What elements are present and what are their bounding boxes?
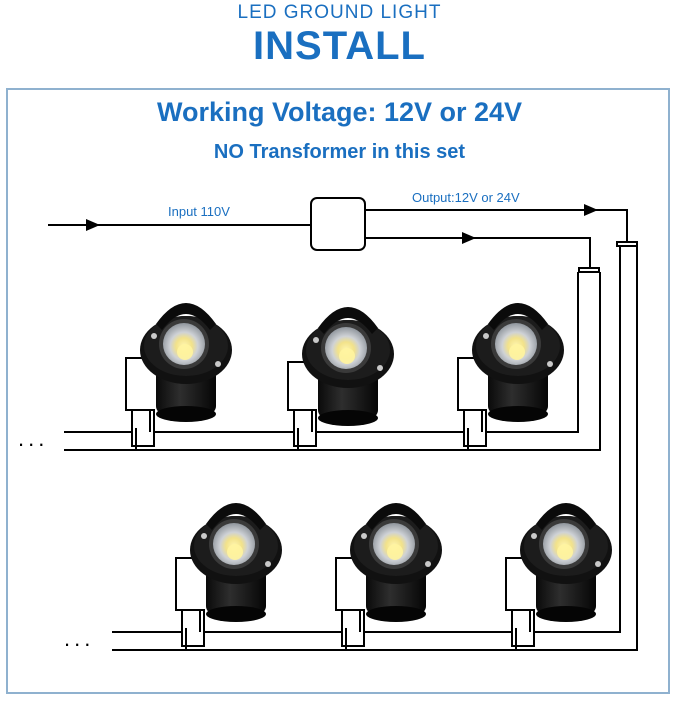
spotlight-icon	[190, 503, 282, 622]
header-subtitle: LED GROUND LIGHT	[237, 2, 442, 23]
arrow-icon	[462, 232, 476, 244]
arrow-icon	[86, 219, 100, 231]
diagram-frame	[6, 88, 670, 694]
arrow-icons	[86, 204, 598, 244]
output-label: Output:12V or 24V	[412, 190, 520, 205]
lower-fixture-3	[505, 503, 612, 650]
header-title: INSTALL	[253, 24, 426, 68]
upper-fixture-2	[287, 307, 394, 450]
voltage-heading: Working Voltage: 12V or 24V	[156, 97, 523, 127]
spotlight-icon	[302, 307, 394, 426]
fixture-leads	[457, 357, 487, 450]
fixture-leads	[335, 557, 365, 650]
lower-fixture-2	[335, 503, 442, 650]
wires	[48, 209, 638, 651]
input-label: Input 110V	[168, 204, 230, 219]
fixture-leads	[287, 361, 317, 450]
transformer-note: NO Transformer in this set	[213, 141, 466, 163]
fixture-leads	[125, 357, 155, 450]
spotlight-icon	[472, 303, 564, 422]
spotlight-icon	[140, 303, 232, 422]
fixture-leads	[175, 557, 205, 650]
lower-row-continuation: ...	[64, 626, 95, 651]
upper-fixture-1	[125, 303, 232, 450]
spotlight-icon	[520, 503, 612, 622]
lower-fixture-1	[175, 503, 282, 650]
fixture-leads	[505, 557, 535, 650]
spotlight-icon	[350, 503, 442, 622]
transformer-box	[310, 197, 366, 251]
arrow-icon	[584, 204, 598, 216]
upper-row-continuation: ...	[18, 426, 49, 451]
upper-fixture-3	[457, 303, 564, 450]
